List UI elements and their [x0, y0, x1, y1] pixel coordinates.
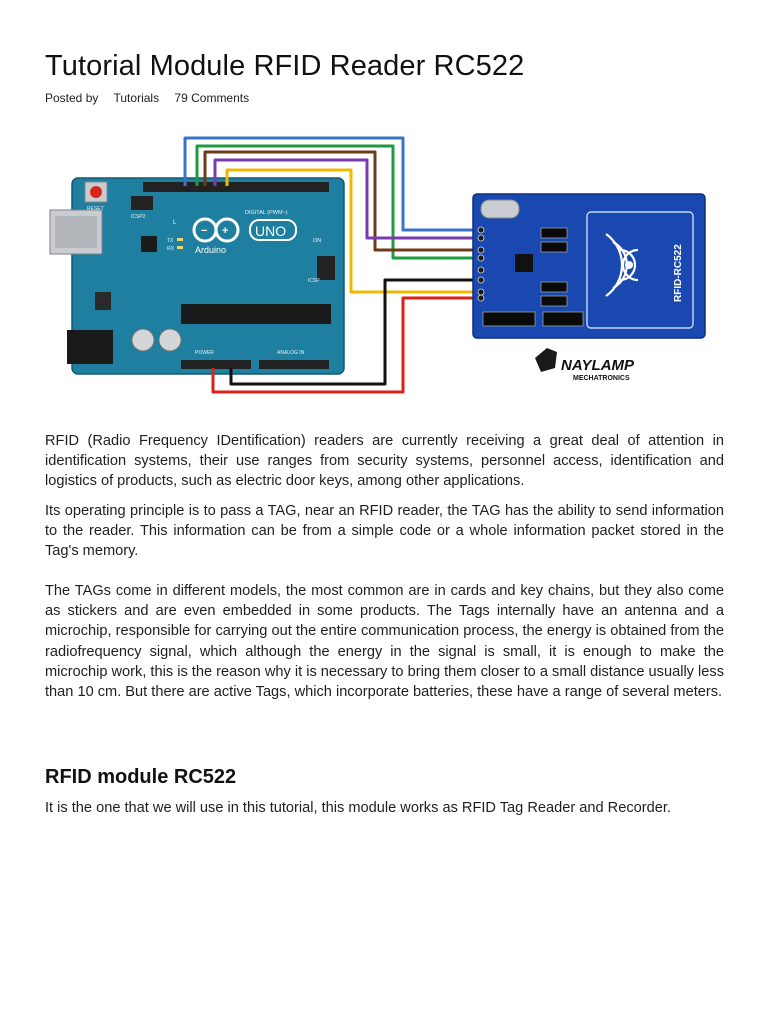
- page-title: Tutorial Module RFID Reader RC522: [45, 50, 525, 82]
- naylamp-logo: NAYLAMP MECHATRONICS: [535, 348, 635, 382]
- logo-name: NAYLAMP: [561, 357, 635, 374]
- wire-brown: [203, 150, 475, 252]
- svg-text:−: −: [201, 225, 207, 237]
- power-jack: [67, 330, 113, 364]
- wire-red: [211, 296, 475, 394]
- led-l-label: L: [173, 220, 177, 226]
- post-meta: Posted by Tutorials 79 Comments: [45, 91, 261, 105]
- arduino-board: RESET ICSP2 DIGITAL (PWM~) − + Arduino U…: [49, 177, 345, 375]
- arduino-logo: − +: [192, 217, 240, 243]
- icsp2-label: ICSP2: [131, 214, 146, 220]
- brand-label: Arduino: [195, 245, 226, 255]
- power-header: [181, 360, 251, 369]
- paragraph-principle: Its operating principle is to pass a TAG…: [45, 503, 724, 560]
- category-link[interactable]: Tutorials: [113, 91, 160, 105]
- icsp-header: [317, 256, 335, 280]
- wire-purple: [213, 158, 475, 240]
- rfid-pcb: [472, 193, 706, 339]
- wiring-diagram-image: RESET ICSP2 DIGITAL (PWM~) − + Arduino U…: [49, 136, 706, 394]
- wire-blue: [183, 136, 475, 232]
- wire-black: [229, 278, 475, 386]
- wires: [183, 136, 475, 394]
- section-heading: RFID module RC522: [45, 766, 237, 788]
- reset-label: RESET: [87, 206, 104, 212]
- arduino-pcb: [71, 177, 345, 375]
- logo-sub: MECHATRONICS: [573, 375, 630, 382]
- icsp-label: ICSP: [308, 278, 320, 284]
- power-label: POWER: [195, 350, 214, 356]
- digital-label: DIGITAL (PWM~): [245, 210, 288, 216]
- paragraph-intro: RFID (Radio Frequency IDentification) re…: [45, 433, 724, 490]
- digital-header: [143, 182, 329, 192]
- rfid-module: RFID-RC522: [472, 193, 706, 339]
- comments-link[interactable]: 79 Comments: [174, 91, 250, 105]
- wire-green: [195, 144, 475, 260]
- on-label: ON: [313, 238, 321, 244]
- posted-by-label: Posted by: [45, 91, 99, 105]
- led-tx-label: TX: [167, 238, 174, 244]
- led-rx-label: RX: [167, 246, 175, 252]
- paragraph-tags: The TAGs come in different models, the m…: [45, 583, 724, 701]
- analog-header: [259, 360, 329, 369]
- rfid-label: RFID-RC522: [673, 244, 684, 302]
- wire-yellow: [225, 168, 475, 294]
- svg-text:+: +: [222, 225, 228, 237]
- model-label: UNO: [255, 223, 286, 239]
- analog-label: ANALOG IN: [277, 350, 305, 356]
- section-paragraph: It is the one that we will use in this t…: [45, 800, 671, 816]
